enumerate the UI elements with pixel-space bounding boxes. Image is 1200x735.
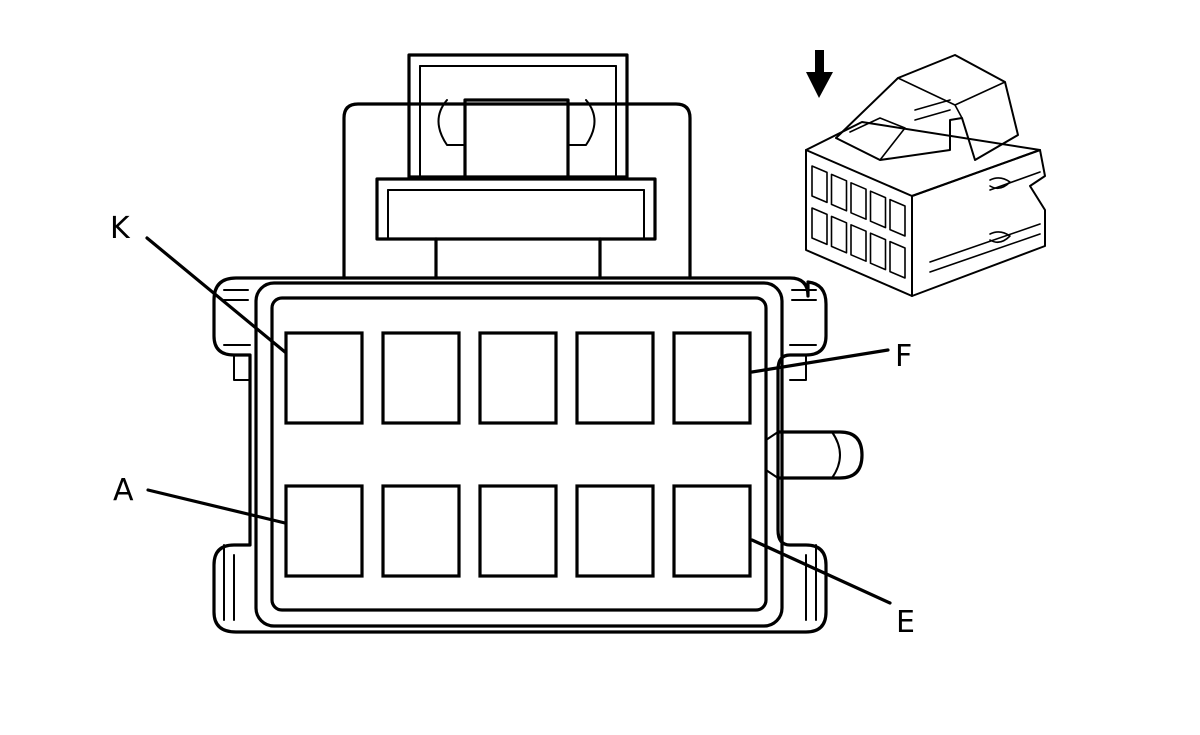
arrow-down-icon	[806, 50, 833, 98]
label-k: K	[110, 211, 131, 246]
inset-cavity-r2-c4	[869, 232, 887, 271]
label-f: F	[895, 339, 912, 374]
connector-inset-view	[805, 50, 1046, 297]
cavity-r1-c4	[575, 331, 655, 425]
leader-line-k	[145, 236, 287, 354]
inset-cavity-r1-c4	[869, 190, 887, 229]
inset-cavity-r2-c3	[850, 224, 867, 262]
cavity-r1-c2	[381, 331, 461, 425]
cavity-r2-c1	[284, 484, 364, 578]
inset-cavity-r2-c2	[830, 215, 848, 254]
inset-cavity-r2-c1	[811, 207, 828, 246]
connector-latch	[342, 53, 692, 280]
leader-line-a	[146, 488, 287, 525]
leader-lines	[145, 236, 892, 605]
cavity-r2-c2	[381, 484, 461, 578]
cavity-r1-c5	[672, 331, 752, 425]
label-a: A	[113, 473, 134, 508]
inset-cavity-r1-c5	[889, 198, 906, 237]
inset-cavity-r1-c1	[811, 165, 828, 204]
connector-housing	[212, 276, 864, 634]
cavity-r1-c1	[284, 331, 364, 425]
cavity-r2-c4	[575, 484, 655, 578]
inset-cavity-r2-c5	[889, 240, 906, 279]
label-e: E	[896, 605, 915, 640]
inset-cavity-grid	[811, 165, 906, 279]
cavity-r1-c3	[478, 331, 558, 425]
cavity-r2-c3	[478, 484, 558, 578]
cavity-r2-c5	[672, 484, 752, 578]
leader-line-f	[750, 348, 890, 374]
leader-line-e	[750, 538, 892, 605]
inset-cavity-r1-c3	[850, 182, 867, 220]
inset-cavity-r1-c2	[830, 173, 848, 212]
cavity-grid	[284, 331, 752, 578]
